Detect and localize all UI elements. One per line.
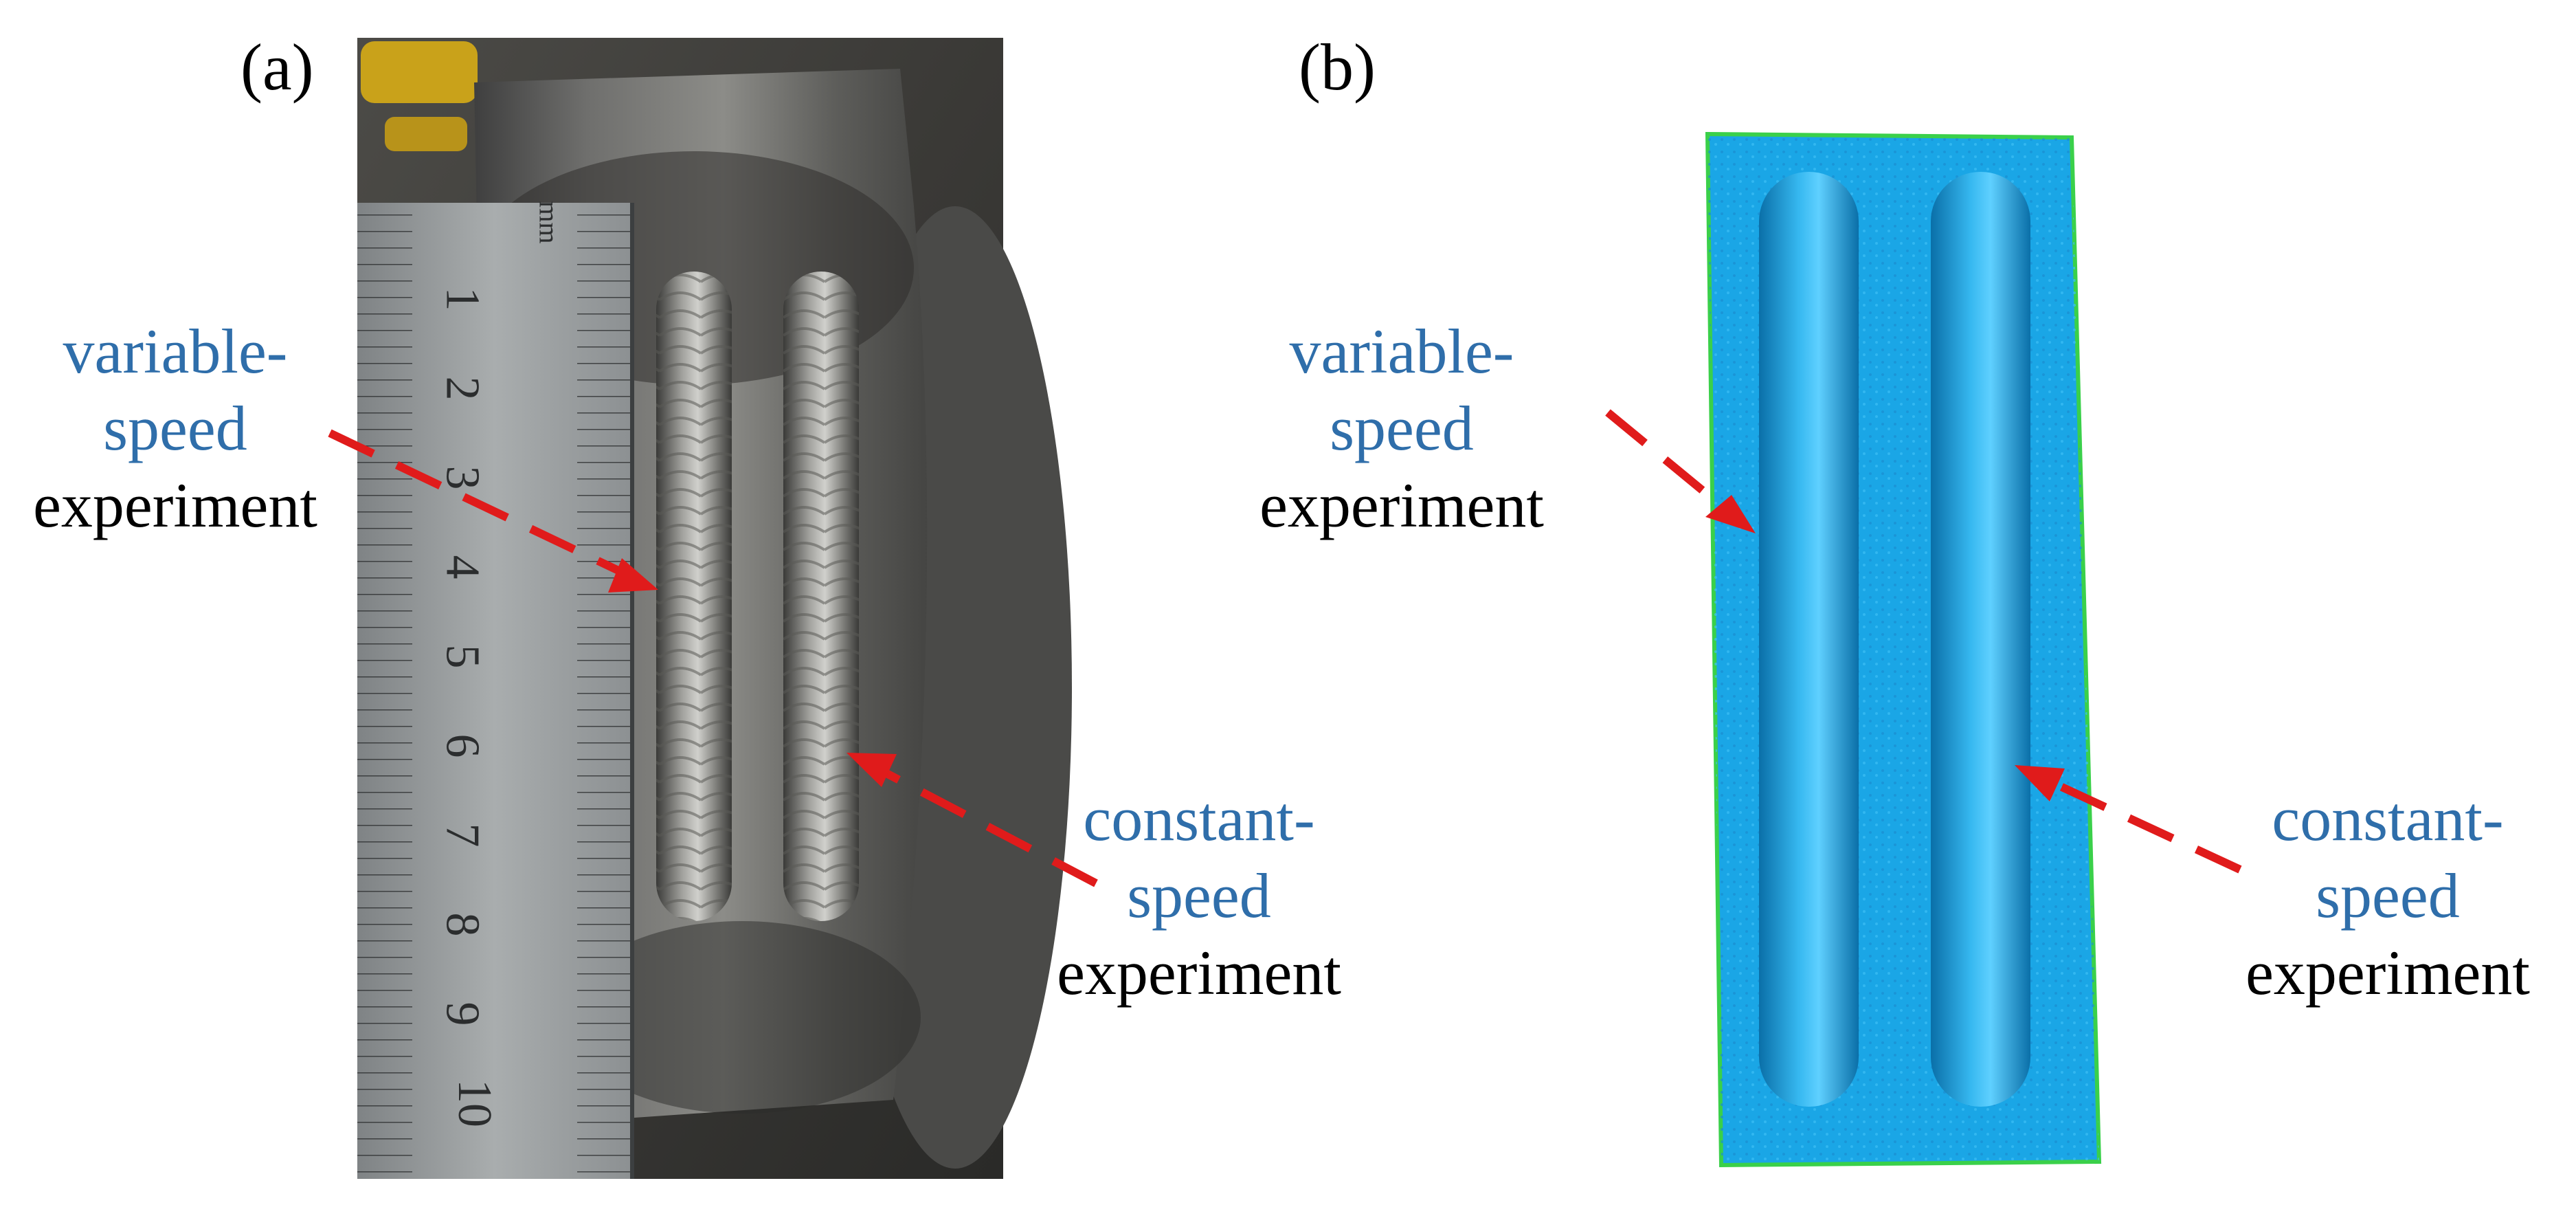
arrow-constant-a	[884, 769, 1098, 887]
annotation-line: variable-	[63, 316, 288, 386]
arrow-variable-b	[1605, 409, 1727, 512]
annotation-constant-speed-a: constant- speed experiment	[1038, 780, 1360, 1011]
annotation-line: speed	[1330, 393, 1474, 463]
ruler-number: 5	[436, 644, 489, 669]
arrows	[328, 409, 2242, 887]
ruler-number: 6	[436, 733, 489, 758]
annotation-variable-speed-a: variable- speed experiment	[14, 313, 337, 544]
panel-a-label: (a)	[240, 30, 314, 104]
annotation-line: experiment	[1057, 938, 1341, 1008]
ruler-unit: mm	[533, 201, 565, 244]
annotation-line: speed	[103, 393, 247, 463]
annotation-line: constant-	[1083, 784, 1315, 854]
ruler-number: 2	[436, 376, 489, 401]
annotation-line: experiment	[1259, 470, 1544, 540]
arrowhead-variable-b	[1705, 495, 1756, 533]
annotation-line: constant-	[2272, 784, 2504, 854]
ruler-number: 3	[436, 465, 489, 490]
arrowhead-variable-a	[608, 558, 658, 593]
arrowhead-constant-a	[847, 753, 897, 787]
ruler	[357, 203, 634, 1179]
annotation-variable-speed-b: variable- speed experiment	[1240, 313, 1563, 544]
ruler-number: 10	[448, 1079, 501, 1127]
arrow-constant-b	[2052, 780, 2242, 874]
annotation-line: speed	[1127, 861, 1271, 931]
annotation-line: experiment	[33, 470, 317, 540]
ruler-number: 8	[436, 912, 489, 937]
arrowhead-constant-b	[2015, 765, 2065, 802]
annotation-line: experiment	[2245, 938, 2530, 1008]
ruler-number: 9	[436, 1002, 489, 1026]
ruler-number: 4	[436, 555, 489, 579]
annotation-line: variable-	[1289, 316, 1514, 386]
scan-panel	[1705, 131, 2102, 1168]
panel-b-label: (b)	[1299, 30, 1376, 104]
arrowheads	[608, 495, 2065, 802]
ruler-number: 1	[436, 287, 489, 311]
annotation-line: speed	[2316, 861, 2460, 931]
photo-panel	[357, 38, 1072, 1179]
annotation-constant-speed-b: constant- speed experiment	[2226, 780, 2549, 1011]
ruler-number: 7	[436, 823, 489, 848]
arrow-variable-a	[328, 429, 620, 575]
